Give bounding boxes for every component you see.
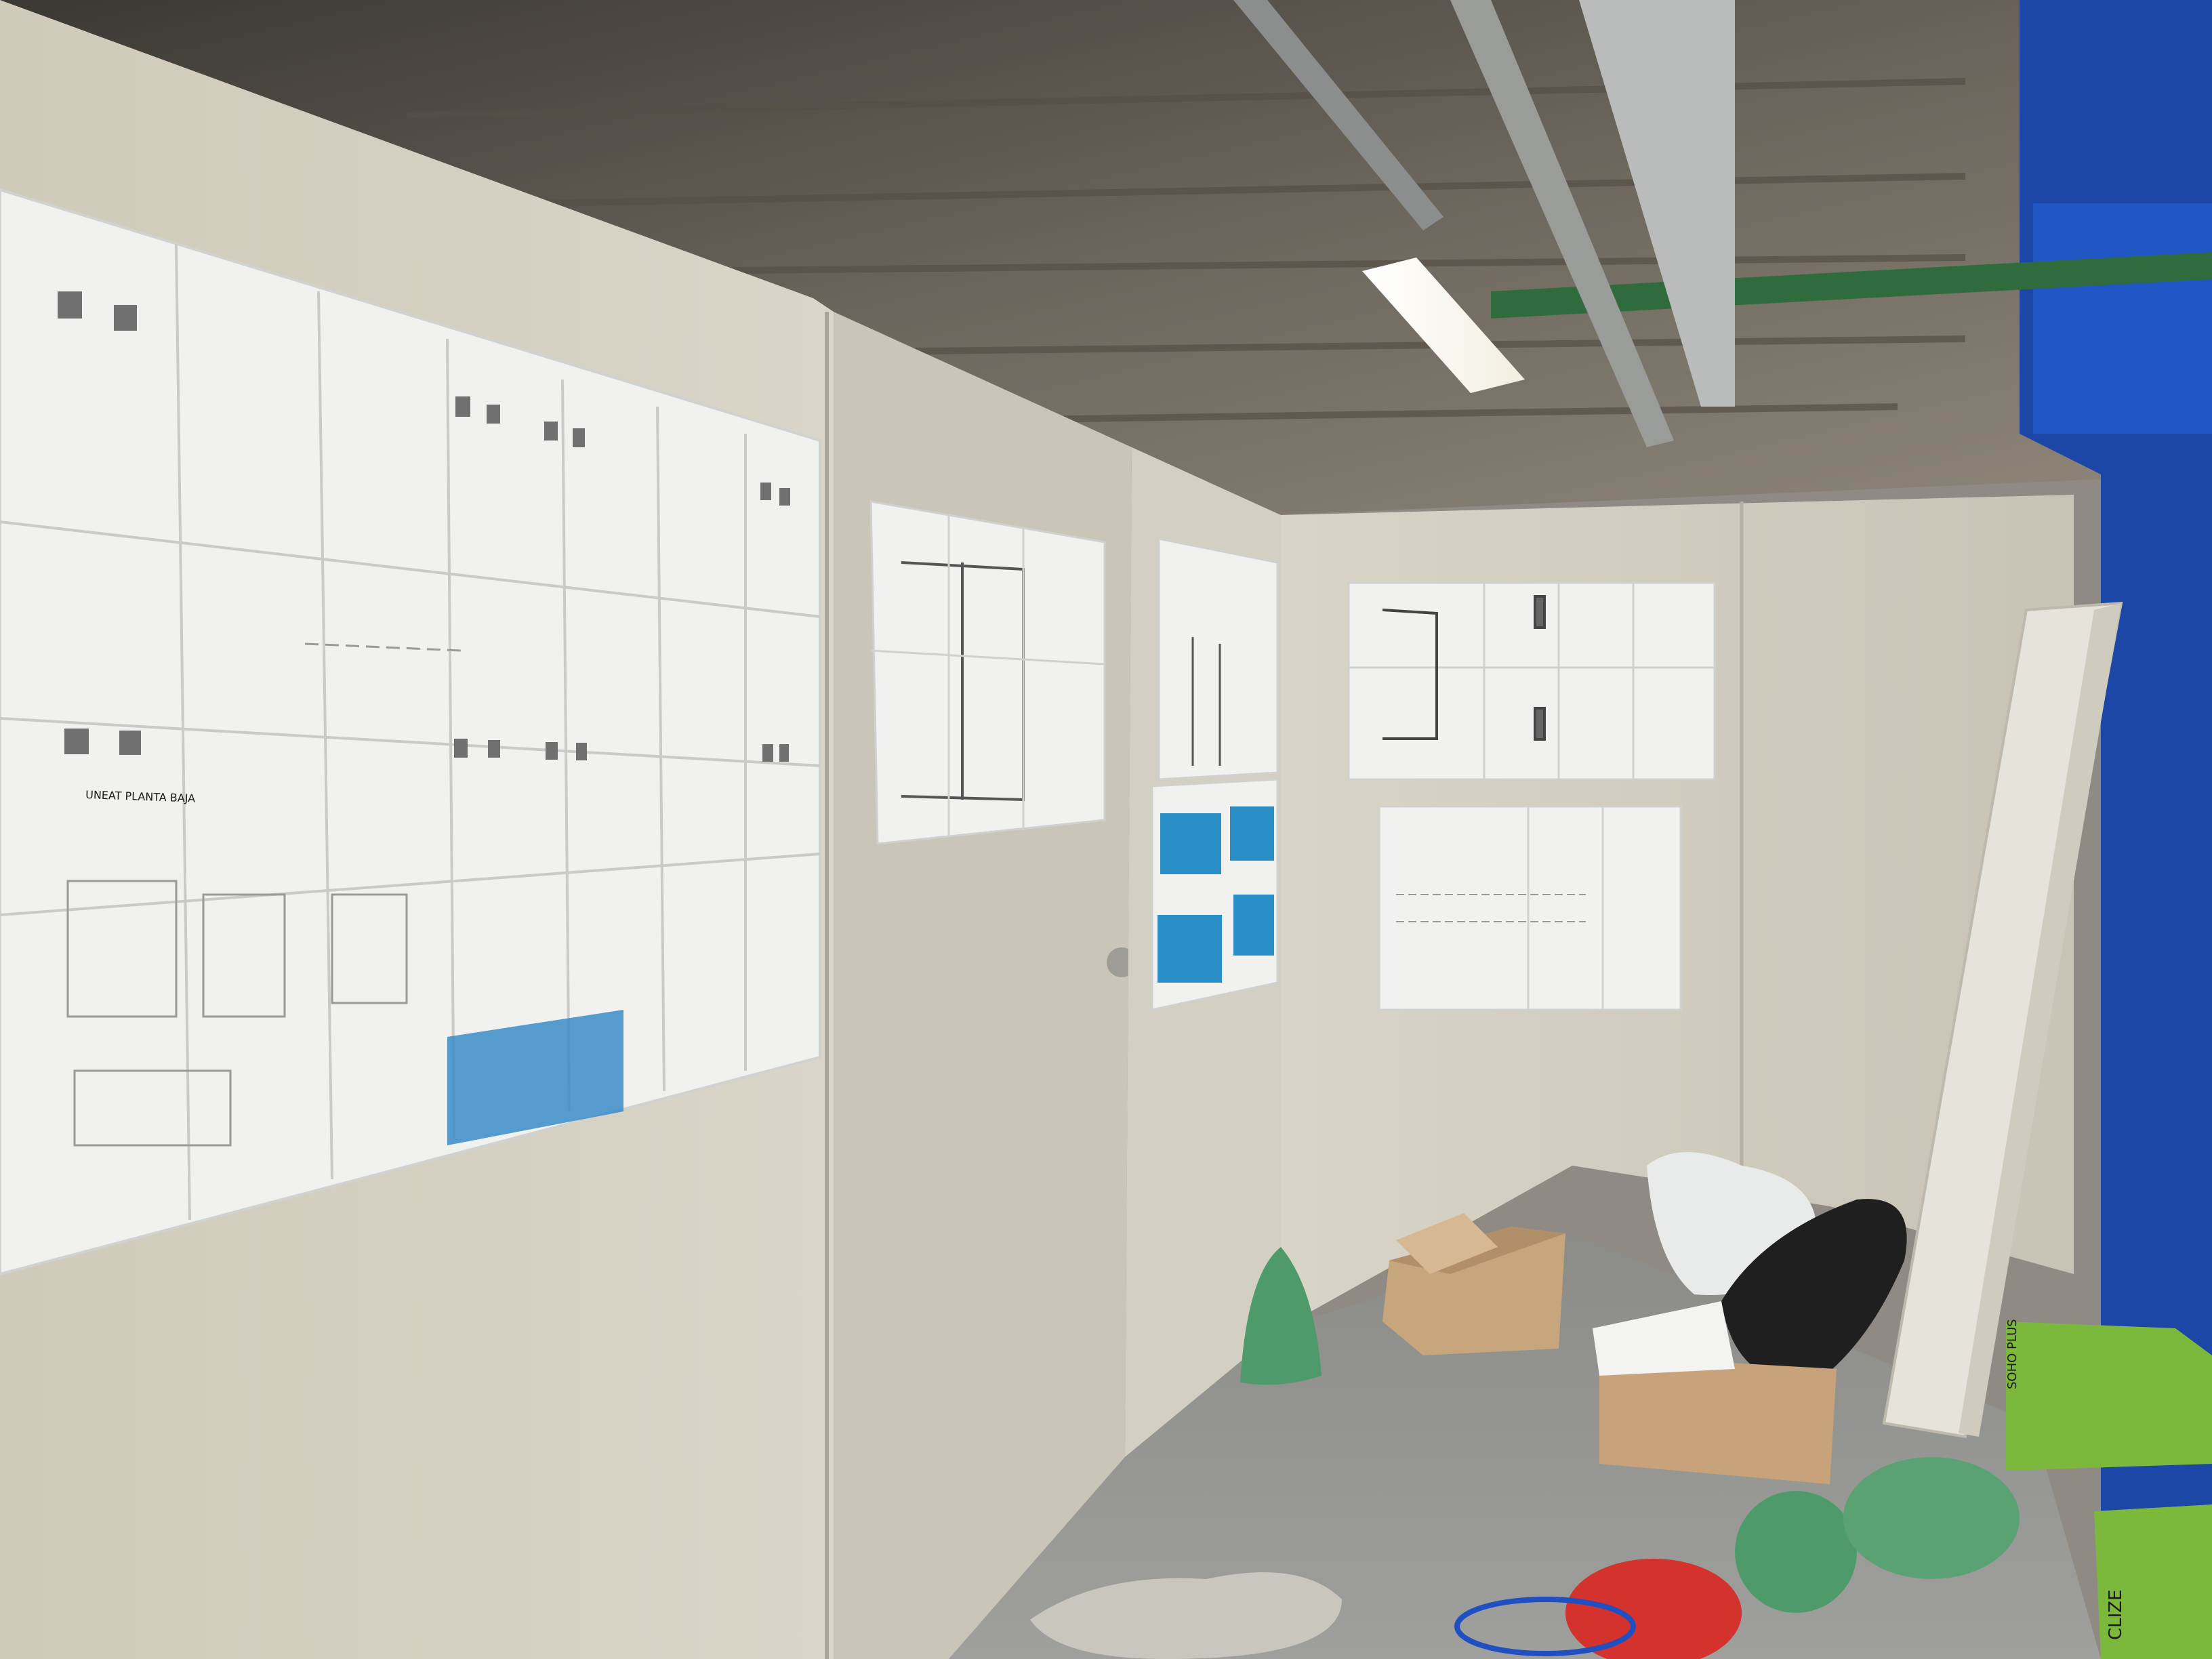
rag-on-floor	[1030, 1572, 1342, 1659]
green-bag	[1240, 1247, 1322, 1385]
blueprint-sheet-large	[0, 188, 821, 1276]
blueprint-sheet-door	[869, 500, 1106, 845]
cardboard-box	[1382, 1213, 1565, 1355]
blueprint-sheet-side	[1151, 537, 1279, 1011]
black-backpack	[1721, 1199, 1907, 1383]
green-box-label-svg: SOHO PLUS	[2005, 1319, 2020, 1389]
blue-cable	[1454, 1597, 1636, 1656]
clize-label-svg: CLIZE	[2106, 1589, 2126, 1640]
cable-tray-2	[1450, 0, 1674, 447]
blueprint-blue-block	[447, 1010, 623, 1145]
snack-bag	[1565, 1559, 1742, 1659]
green-bag-floor-2	[1843, 1457, 2020, 1579]
green-box	[2006, 1322, 2212, 1659]
cable-tray	[1233, 0, 1443, 230]
duct	[1579, 0, 1735, 407]
box-with-laptop	[1593, 1301, 1837, 1484]
green-bag-floor	[1735, 1491, 1857, 1613]
blue-column-band	[2033, 203, 2212, 434]
blueprint-sheet-back-top	[1347, 581, 1716, 781]
blueprint-sheet-back-bottom	[1378, 805, 1682, 1011]
ceiling-light	[1362, 258, 1525, 393]
